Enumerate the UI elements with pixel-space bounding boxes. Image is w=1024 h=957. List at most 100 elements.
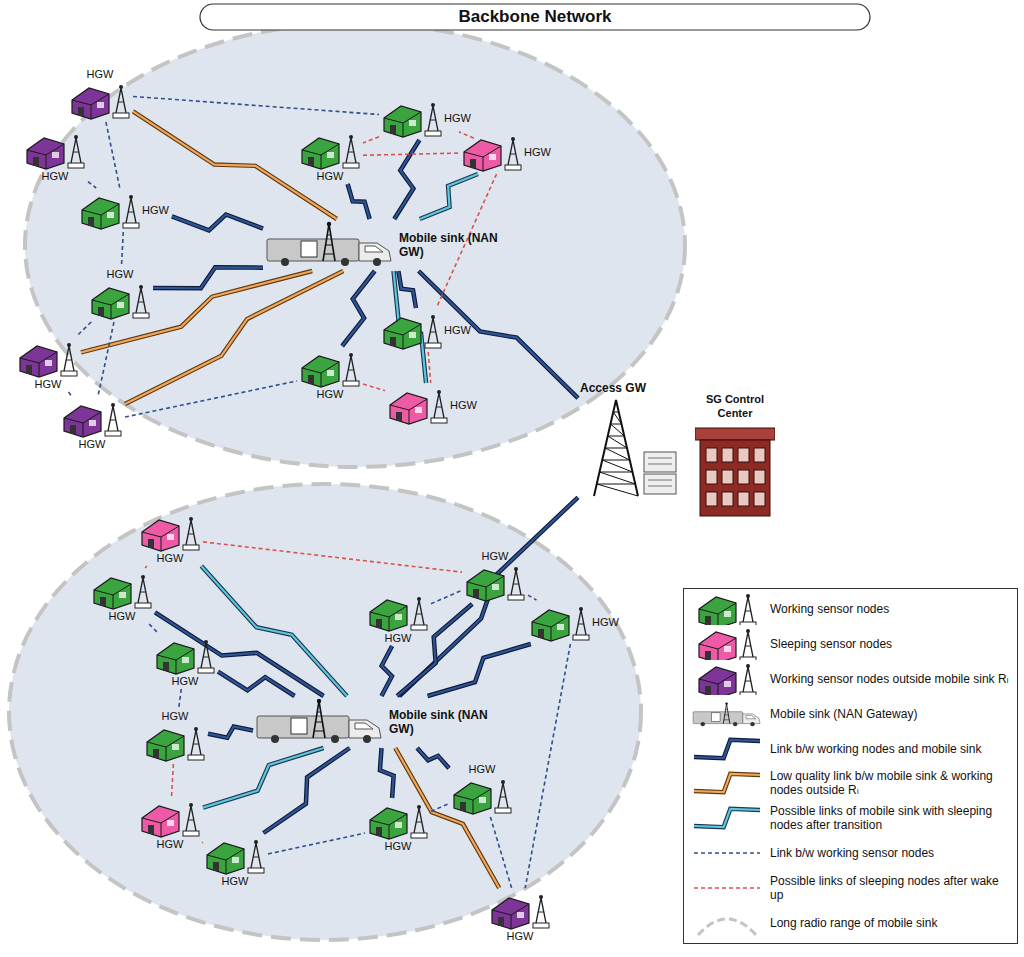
house-door [390, 337, 396, 346]
link-outline [81, 271, 312, 352]
node-label: HGW [221, 875, 250, 887]
transition-link [203, 748, 323, 808]
legend-sample [690, 802, 764, 834]
house-door [33, 157, 39, 166]
truck-icon [265, 221, 395, 269]
antenna-brace [324, 254, 334, 255]
house-body [384, 318, 421, 349]
house-door [473, 589, 479, 598]
house-icon [299, 348, 361, 388]
antenna-brace [73, 152, 79, 153]
truck-box [301, 241, 317, 257]
truck-trailer [267, 239, 359, 261]
truck-wheel [341, 258, 349, 266]
house-window [107, 212, 114, 218]
sink-link [694, 739, 760, 757]
antenna-mast [743, 632, 753, 657]
antenna-tip [437, 390, 441, 394]
house-door [308, 375, 314, 384]
sensor-link [179, 689, 182, 708]
antenna-base [123, 223, 139, 228]
link-outline [208, 726, 253, 737]
link-outline [399, 497, 578, 696]
house-window [52, 152, 59, 158]
node-label: HGW [316, 170, 345, 182]
building-window [754, 448, 765, 462]
connector [348, 184, 370, 219]
antenna-mast [116, 88, 126, 113]
link-outline [395, 748, 499, 888]
low-quality-link [125, 271, 343, 404]
antenna-base [425, 343, 441, 348]
house-door [538, 629, 544, 638]
tower-rung [605, 448, 627, 449]
antenna-brace [416, 822, 422, 823]
antenna-tip [349, 353, 353, 357]
house-door [26, 365, 32, 374]
legend-sample [690, 907, 764, 939]
house-body [384, 106, 421, 137]
house-body [82, 198, 119, 229]
link-outline [394, 140, 419, 219]
truck-trailer [693, 711, 743, 723]
node-label: HGW [78, 438, 107, 450]
house-edge [551, 627, 552, 641]
transition-link [201, 566, 347, 696]
wakeup-link [363, 153, 459, 155]
sensor-link [106, 122, 120, 188]
antenna-mast [186, 520, 196, 545]
connector [133, 111, 337, 219]
antenna-brace [726, 709, 728, 710]
mobile-sink: Mobile sink (NAN GW) [255, 698, 497, 746]
link-outline [382, 646, 393, 696]
connector [203, 542, 462, 572]
sink-antenna [313, 701, 325, 738]
connector [172, 215, 263, 231]
house-window [89, 420, 96, 426]
gateway-node: HGW [461, 132, 552, 172]
link-outline [172, 215, 263, 231]
node-label: HGW [86, 68, 115, 80]
gateway-node: HGW [299, 348, 361, 400]
link-outline [348, 184, 370, 219]
house-icon [381, 98, 443, 138]
connector [363, 384, 385, 391]
sink-link [155, 612, 324, 696]
antenna-brace [436, 407, 442, 408]
sensor-link [77, 322, 91, 336]
sensor-link [88, 182, 96, 188]
building-icon [695, 422, 775, 518]
house-door [78, 107, 84, 116]
gateway-node: HGW [381, 310, 472, 350]
connector [431, 804, 449, 812]
house-body [390, 393, 427, 424]
antenna-mast [414, 600, 424, 625]
connector [201, 566, 347, 696]
transition-link [420, 174, 478, 219]
truck-wheel [373, 258, 381, 266]
gateway-node: HGW [387, 385, 478, 425]
house-body [370, 808, 407, 839]
link-outline [133, 111, 337, 219]
antenna-brace [327, 235, 331, 236]
antenna-base [61, 371, 77, 376]
antenna-base [411, 833, 427, 838]
antenna-brace [578, 624, 584, 625]
sink-antenna [323, 224, 335, 261]
connector [490, 817, 511, 888]
antenna-tip [746, 664, 750, 668]
transition-link [694, 809, 760, 827]
antenna-tip [111, 403, 115, 407]
house-edge [113, 595, 114, 609]
house-edge [403, 335, 404, 349]
house-window [489, 154, 496, 160]
legend-sample [690, 628, 764, 660]
building-body [700, 440, 770, 516]
node-label: HGW [108, 610, 137, 622]
gateway-node: HGW [17, 338, 79, 390]
link-outline [203, 748, 323, 808]
house-door [396, 412, 402, 421]
connector [428, 352, 430, 383]
antenna-brace [317, 712, 321, 713]
house-door [308, 157, 314, 166]
